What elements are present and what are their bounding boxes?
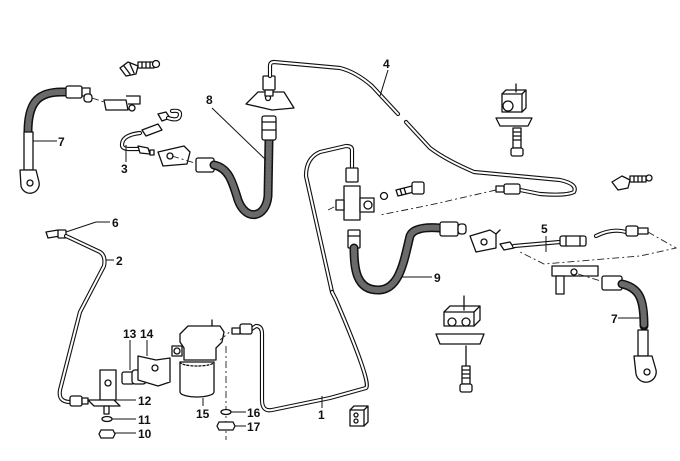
callout-5: 5 [541,222,548,236]
clamp-block-lower [435,295,485,393]
callout-3: 3 [121,162,128,176]
washer-16 [220,408,232,416]
callout-14: 14 [140,327,154,341]
callout-7-right: 7 [611,312,618,326]
hose-9 [349,221,467,295]
clip-bracket-top-left [103,95,141,112]
callout-8: 8 [206,93,213,107]
tee-fitting [303,143,425,295]
pipe-5 [499,225,649,251]
clip-bracket-center-right [469,229,501,253]
bracket-14 [137,355,171,387]
callout-17: 17 [247,420,261,434]
callout-9: 9 [434,271,441,285]
pipe-1 [231,289,369,413]
callout-13: 13 [123,327,137,341]
callout-11: 11 [138,413,151,427]
callout-16: 16 [247,406,261,420]
bleeder-screw-top-left [119,59,161,77]
pipe-grommet [349,405,369,427]
clamp-block-upper-right [495,83,533,157]
regulator-15 [171,319,225,398]
callout-7-left: 7 [58,135,65,149]
callout-6: 6 [112,216,119,230]
callout-2: 2 [116,254,123,268]
pipe-4 [262,59,577,197]
nut-10 [98,429,116,439]
bracket-right [551,265,599,295]
callout-12: 12 [138,394,152,408]
bracket-12 [87,369,121,415]
clip-bracket-center-left [157,145,191,167]
hose-8 [195,115,277,220]
callout-15: 15 [196,407,210,421]
leader-6 [65,221,97,233]
hose-7-right [601,275,657,383]
pipe-2 [45,229,107,407]
callout-1: 1 [318,408,325,422]
nut-17 [216,421,236,431]
leader-8 [211,107,267,161]
callout-10: 10 [138,427,152,441]
leader-4 [379,69,389,97]
washer-11 [101,415,113,423]
bleeder-screw-right [611,174,653,191]
callout-4: 4 [383,57,390,71]
hose-7-left [19,85,93,194]
pipe-3 [119,108,183,156]
